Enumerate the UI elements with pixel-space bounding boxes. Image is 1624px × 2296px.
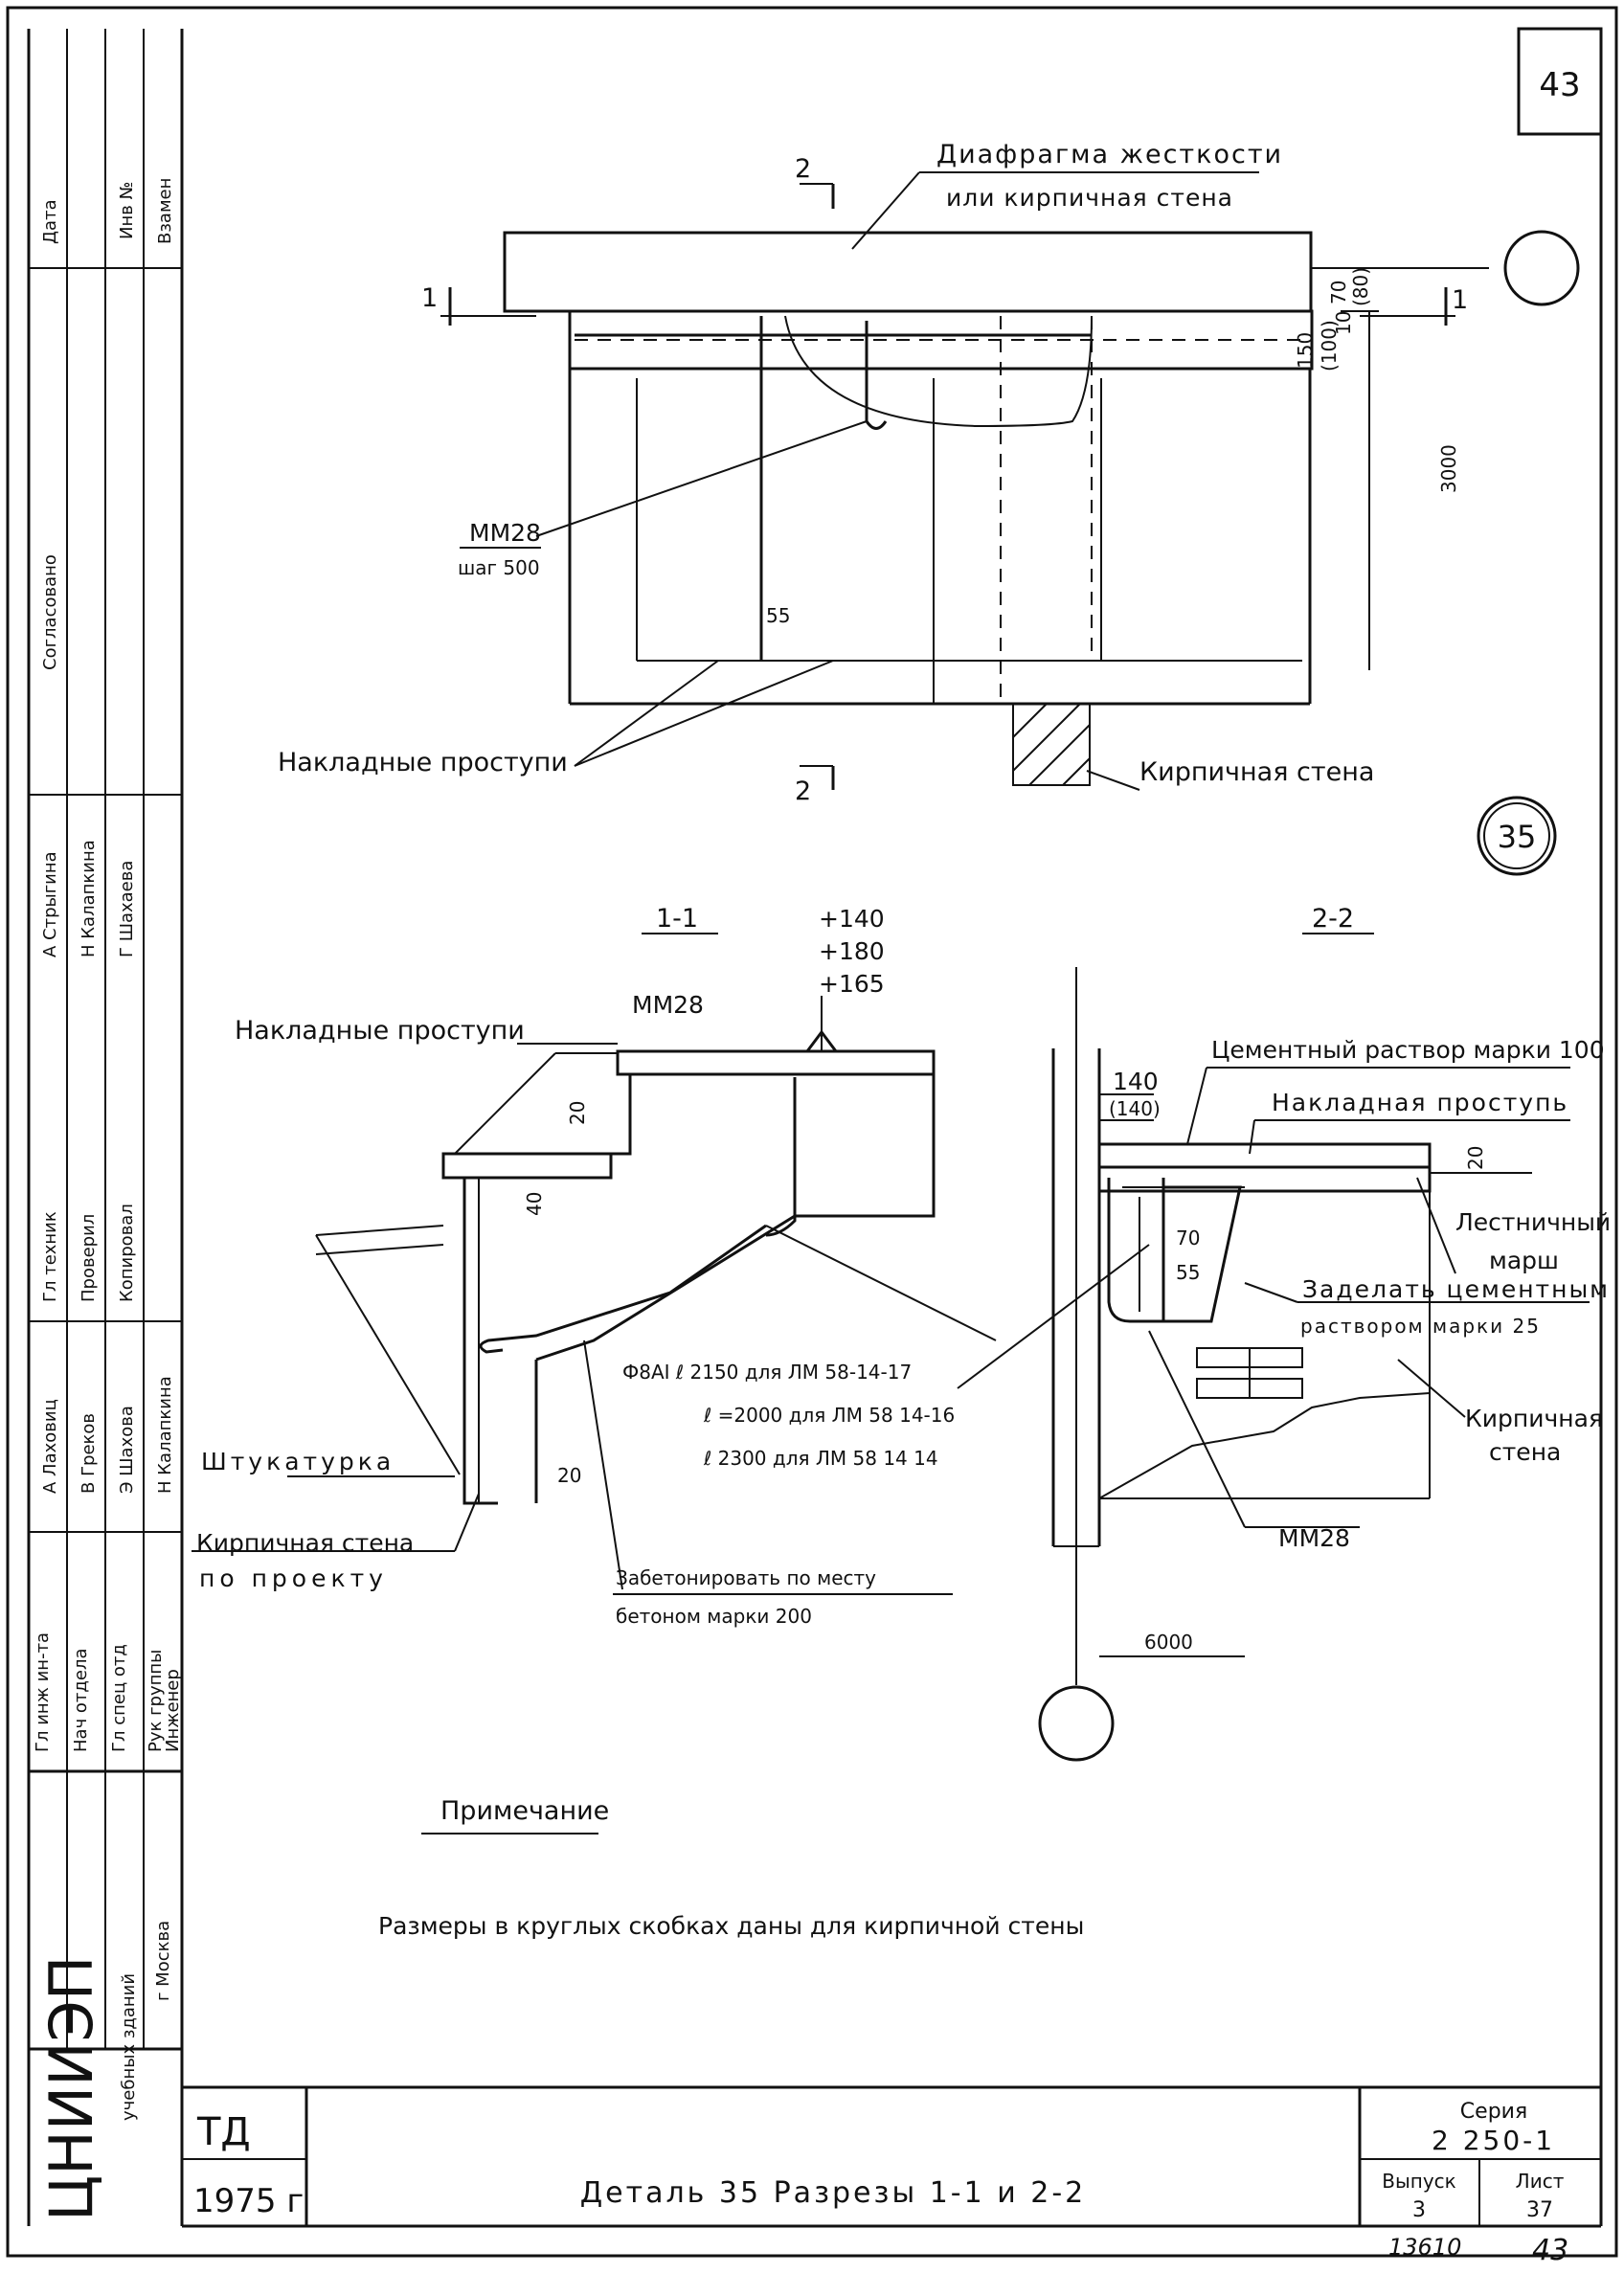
s22-dim-20: 20	[1464, 1146, 1487, 1170]
tb-page: 43	[1532, 2234, 1568, 2267]
s11-plaster: Штукатурка	[201, 1448, 395, 1475]
tb-series-label: Серия	[1460, 2100, 1527, 2124]
plan-title-2: или кирпичная стена	[946, 184, 1233, 212]
s22-brick2: стена	[1489, 1438, 1561, 1466]
role-1: Проверил	[79, 1214, 99, 1302]
s22-dim-140b: (140)	[1109, 1097, 1161, 1120]
inv-label: Инв №	[117, 182, 137, 239]
left-strip: Дата Инв № Взамен Согласовано Гл техник …	[27, 29, 183, 2226]
name-c: Э Шахова	[117, 1406, 137, 1494]
role-c: Гл спец отд	[109, 1644, 129, 1752]
s22-dim-70: 70	[1176, 1227, 1200, 1249]
s11-mm28: ММ28	[632, 991, 704, 1019]
section-2-2	[957, 933, 1590, 1762]
s22-dim-140: 140	[1113, 1068, 1159, 1095]
s11-elev2: +180	[819, 937, 885, 965]
note-text: Размеры в круглых скобках даны для кирпи…	[378, 1912, 1084, 1940]
plan-dim-150b: (100)	[1318, 320, 1341, 371]
plan-overlays: Накладные проступи	[278, 748, 568, 777]
role-2: Копировал	[117, 1204, 137, 1302]
s11-dim-40: 40	[523, 1192, 546, 1216]
sheet-number-box	[1517, 27, 1603, 136]
s22-overlay: Накладная проступь	[1272, 1089, 1568, 1116]
sheet-border	[6, 6, 1618, 2258]
tb-td: ТД	[196, 2110, 251, 2154]
plan-mark-2-bottom: 2	[795, 777, 811, 806]
date-label: Дата	[40, 199, 60, 244]
plan-step: шаг 500	[458, 556, 540, 579]
plan-dim-150: 150	[1294, 332, 1317, 369]
org-name: ЦНИИЭП	[36, 1956, 106, 2221]
name-0: А Стрыгина	[40, 851, 60, 957]
s11-concrete2: бетоном марки 200	[616, 1605, 812, 1628]
sheet-number: 43	[1539, 66, 1580, 104]
s11-rebar1: Ф8АI ℓ 2150 для ЛМ 58-14-17	[622, 1361, 912, 1384]
name-1: Н Калапкина	[79, 840, 99, 957]
tb-series: 2 250-1	[1432, 2125, 1555, 2156]
plan-view	[440, 171, 1580, 791]
plan-brick-wall: Кирпичная стена	[1139, 757, 1374, 787]
s22-fill2: раствором марки 25	[1300, 1315, 1541, 1338]
s11-dim-20: 20	[566, 1101, 589, 1125]
replaced-label: Взамен	[155, 178, 175, 244]
tb-issue-label: Выпуск	[1382, 2170, 1456, 2193]
s22-dim-55: 55	[1176, 1261, 1200, 1284]
detail-circle-inner	[1483, 802, 1550, 869]
note-title: Примечание	[440, 1796, 609, 1826]
s11-rebar3: ℓ 2300 для ЛМ 58 14 14	[703, 1447, 938, 1470]
s11-rebar2: ℓ =2000 для ЛМ 58 14-16	[703, 1404, 955, 1427]
name-2: Г Шахаева	[117, 861, 137, 957]
plan-mark-1-right: 1	[1452, 285, 1468, 315]
plan-dim-3000: 3000	[1437, 444, 1460, 493]
role-0: Гл техник	[40, 1211, 60, 1302]
s11-brick2: по проекту	[199, 1564, 388, 1592]
tb-issue: 3	[1412, 2198, 1426, 2222]
plan-mark-2-top: 2	[795, 154, 811, 184]
s22-fill1: Заделать цементным	[1302, 1275, 1610, 1303]
approved-label: Согласовано	[40, 554, 60, 670]
name-a: А Лаховиц	[40, 1399, 60, 1494]
tb-stamp: 13610	[1388, 2234, 1461, 2261]
plan-dim-10: 10	[1332, 311, 1355, 335]
tb-sheet: 37	[1526, 2198, 1553, 2222]
s22-stair2: марш	[1489, 1247, 1559, 1274]
s11-overlays: Накладные проступи	[235, 1016, 525, 1046]
plan-mm28: ММ28	[469, 519, 541, 547]
title-block	[182, 2085, 1601, 2226]
role-e: Инженер	[163, 1669, 183, 1752]
section-1-1	[192, 933, 997, 1595]
role-d: Рук группы	[146, 1650, 166, 1752]
tb-title: Деталь 35 Разрезы 1-1 и 2-2	[580, 2176, 1087, 2210]
s11-title: 1-1	[656, 904, 698, 934]
s22-mm28: ММ28	[1278, 1524, 1350, 1552]
plan-dim-70: 70	[1327, 281, 1350, 304]
s11-brick1: Кирпичная стена	[196, 1529, 414, 1557]
name-d: Н Калапкина	[155, 1376, 175, 1494]
tb-sheet-label: Лист	[1516, 2170, 1565, 2193]
s22-brick1: Кирпичная	[1465, 1405, 1603, 1432]
org-city: г Москва	[153, 1921, 173, 2001]
s11-elev3: +165	[819, 970, 885, 998]
s22-stair1: Лестничный	[1455, 1208, 1611, 1236]
s11-dim-20b: 20	[557, 1464, 581, 1487]
s11-concrete1: Забетонировать по месту	[616, 1566, 876, 1589]
plan-dim-55: 55	[766, 604, 790, 627]
role-b: Нач отдела	[71, 1649, 91, 1752]
s22-dim-6000: 6000	[1144, 1631, 1193, 1654]
plan-dim-70b: (80)	[1349, 267, 1372, 306]
s22-title: 2-2	[1312, 904, 1354, 934]
detail-circle-outer	[1477, 796, 1557, 876]
name-b: В Греков	[79, 1413, 99, 1494]
role-a: Гл инж ин-та	[33, 1632, 53, 1752]
plan-mark-1-left: 1	[421, 283, 438, 313]
detail-number: 35	[1498, 819, 1537, 855]
plan-title-1: Диафрагма жесткости	[936, 140, 1283, 169]
org-name-2: учебных зданий	[119, 1973, 139, 2121]
s22-cement: Цементный раствор марки 100	[1211, 1036, 1605, 1064]
tb-year: 1975 г	[193, 2182, 304, 2220]
s11-elev1: +140	[819, 905, 885, 933]
